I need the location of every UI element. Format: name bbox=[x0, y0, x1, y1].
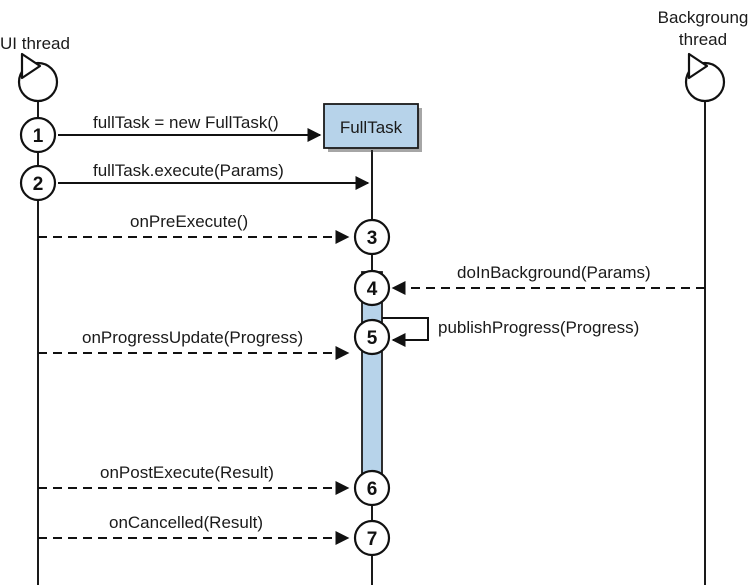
step-number-1: 1 bbox=[33, 126, 44, 147]
step-number-2: 2 bbox=[33, 174, 44, 195]
step-number-5: 5 bbox=[367, 328, 378, 349]
background-thread-label-line2: thread bbox=[679, 30, 727, 49]
background-thread-icon bbox=[684, 52, 726, 103]
step-circle-5: 5 bbox=[353, 318, 391, 356]
arrow-publishprogress bbox=[382, 317, 429, 347]
ui-thread-label: UI thread bbox=[0, 34, 70, 53]
step-circle-1: 1 bbox=[19, 116, 57, 154]
message-onpreexecute: onPreExecute() bbox=[130, 212, 248, 231]
message-onprogressupdate: onProgressUpdate(Progress) bbox=[82, 328, 303, 347]
ui-thread-icon bbox=[17, 52, 59, 103]
step-circle-3: 3 bbox=[353, 218, 391, 256]
step-circle-6: 6 bbox=[353, 469, 391, 507]
step-number-3: 3 bbox=[367, 228, 378, 249]
message-doinbackground: doInBackground(Params) bbox=[457, 263, 651, 282]
step-number-7: 7 bbox=[367, 529, 378, 550]
step-number-4: 4 bbox=[367, 279, 378, 300]
message-onpostexecute: onPostExecute(Result) bbox=[100, 463, 274, 482]
message-new-fulltask: fullTask = new FullTask() bbox=[93, 113, 279, 132]
step-circle-2: 2 bbox=[19, 164, 57, 202]
step-circle-7: 7 bbox=[353, 519, 391, 557]
message-oncancelled: onCancelled(Result) bbox=[109, 513, 263, 532]
step-number-6: 6 bbox=[367, 479, 378, 500]
step-circle-4: 4 bbox=[353, 269, 391, 307]
fulltask-box: FullTask bbox=[323, 103, 422, 152]
message-publishprogress: publishProgress(Progress) bbox=[438, 318, 639, 337]
fulltask-label: FullTask bbox=[340, 118, 403, 137]
background-thread-label-line1: Backgroung bbox=[658, 8, 749, 27]
message-execute: fullTask.execute(Params) bbox=[93, 161, 284, 180]
